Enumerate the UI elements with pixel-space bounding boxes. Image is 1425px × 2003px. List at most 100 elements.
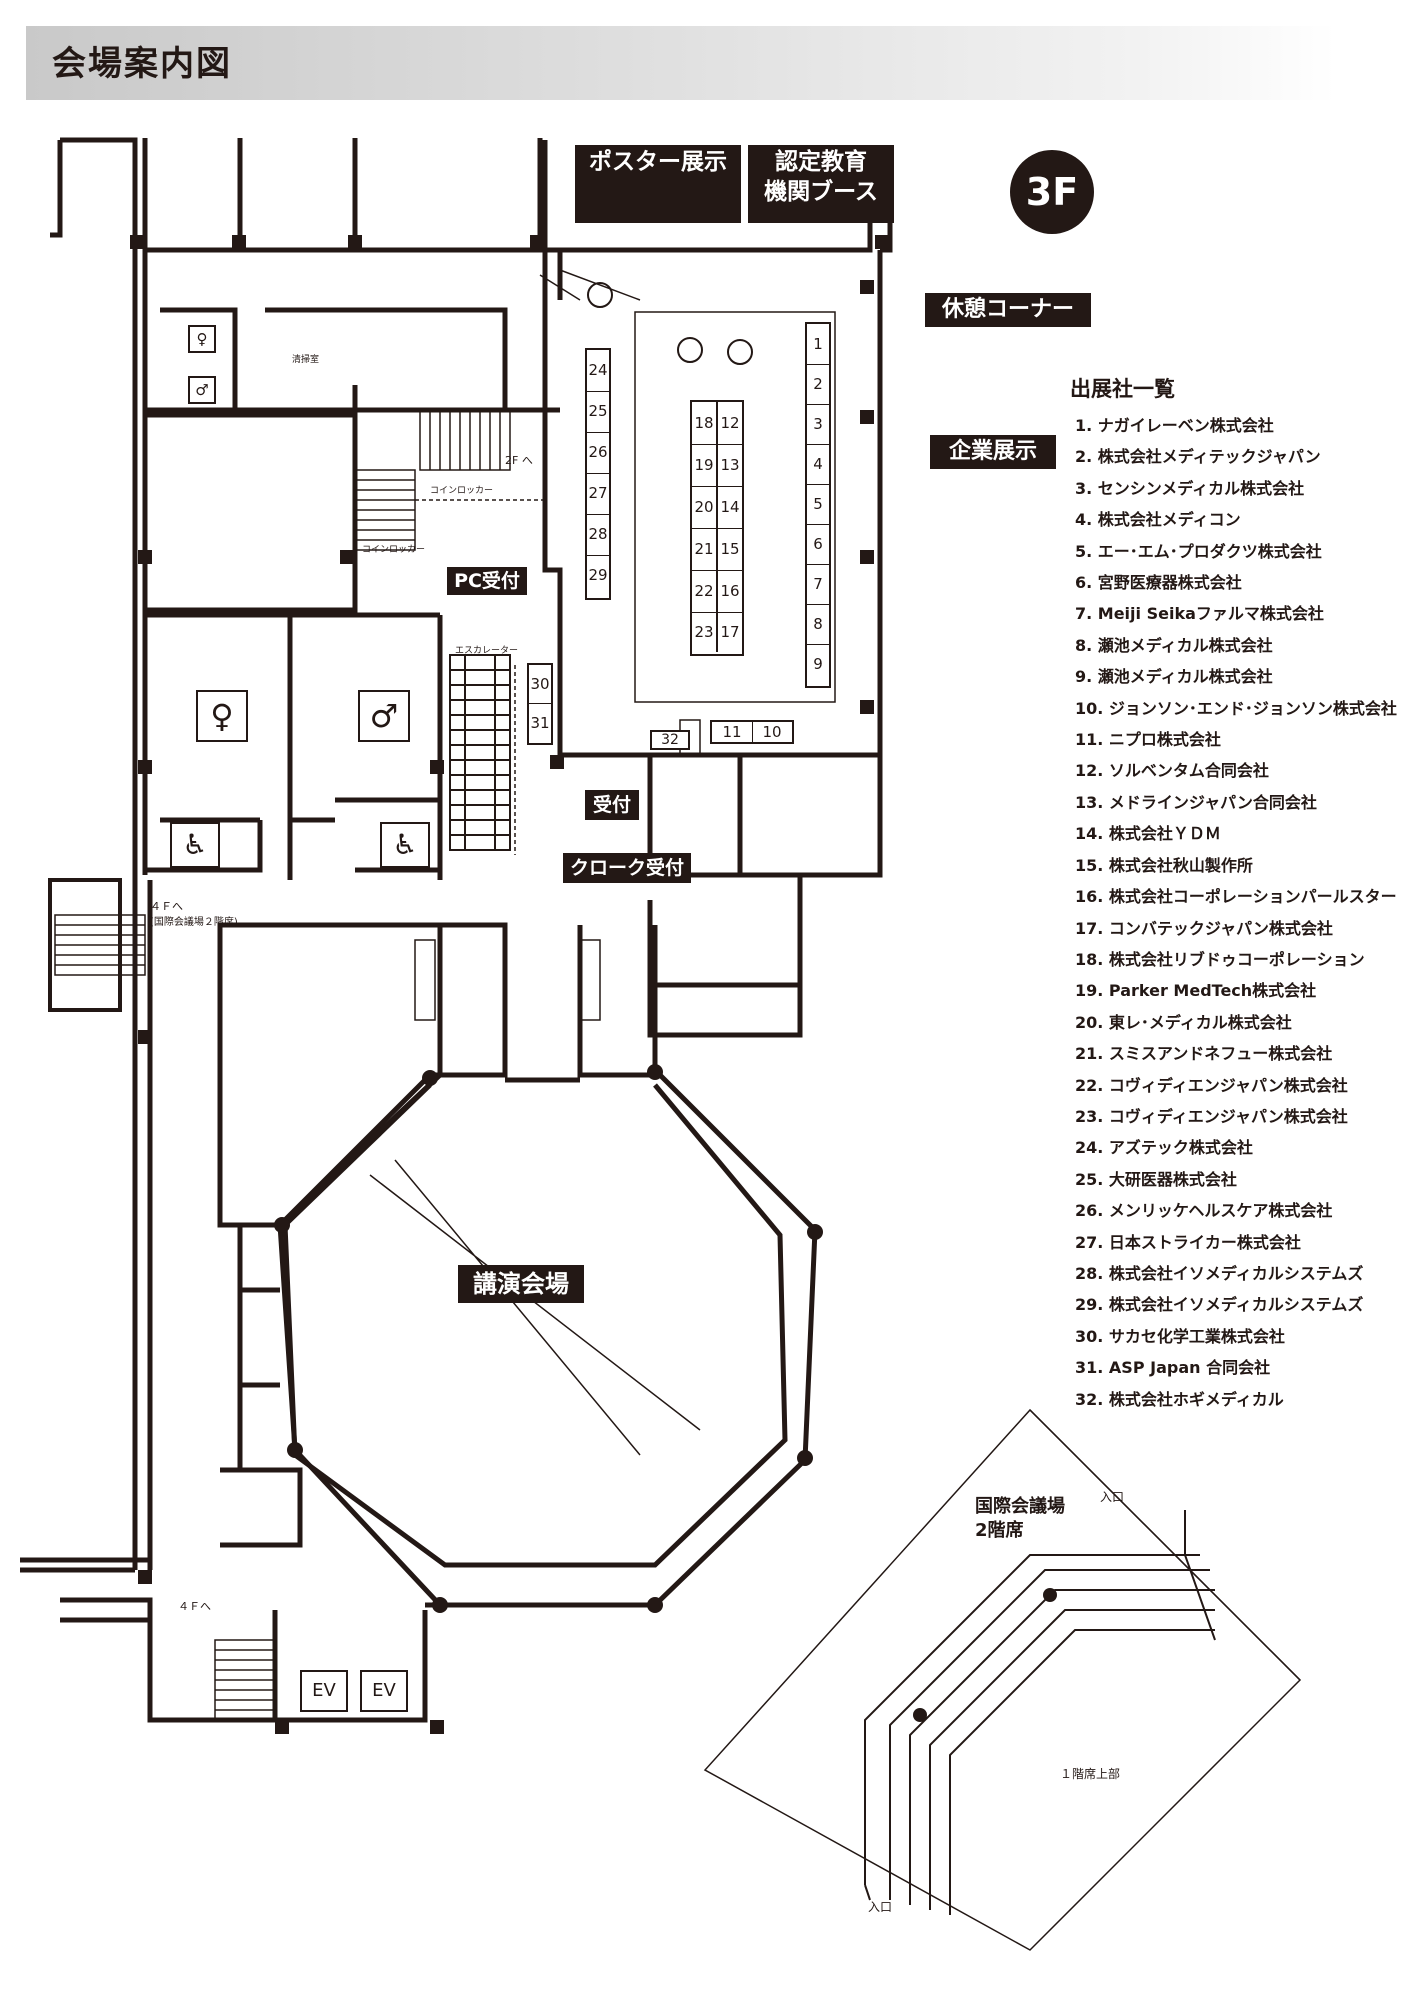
booth-9: 9 xyxy=(813,655,823,673)
poster-exhibit-label: ポスター展示 xyxy=(575,145,741,223)
coin-locker-label-2: コインロッカー xyxy=(362,545,426,555)
booth-14: 14 xyxy=(718,486,742,529)
booth-16: 16 xyxy=(718,570,742,613)
booth-17: 17 xyxy=(720,623,740,641)
exhibitor-item: 30. サカセ化学工業株式会社 xyxy=(1075,1326,1285,1346)
exhibitor-item: 23. コヴィディエンジャパン株式会社 xyxy=(1075,1106,1348,1126)
exhibitor-item: 12. ソルベンタム合同会社 xyxy=(1075,761,1269,781)
booth-28: 28 xyxy=(587,514,609,556)
exhibitor-item: 27. 日本ストライカー株式会社 xyxy=(1075,1232,1301,1252)
accessible-restroom-icon-2: ♿ xyxy=(380,822,430,868)
accessible-restroom-icon-1: ♿ xyxy=(170,822,220,868)
booth-10: 10 xyxy=(762,723,782,741)
booth-column-left: 24 25 26 27 28 29 xyxy=(585,348,611,600)
title-bar: 会場案内図 xyxy=(26,26,1336,100)
booth-31: 31 xyxy=(530,714,550,732)
inset-title-line1: 国際会議場 xyxy=(975,1496,1065,1517)
booth-8: 8 xyxy=(807,604,829,645)
to-4f-upper-label: ４Ｆへ xyxy=(150,900,183,913)
education-booth-label-line2: 機関ブース xyxy=(764,179,878,205)
booth-21: 21 xyxy=(692,528,718,571)
exhibitor-item: 16. 株式会社コーポレーションパールスター xyxy=(1075,887,1397,907)
reception-label: 受付 xyxy=(585,790,639,820)
booth-row-bottom: 11 10 xyxy=(710,720,794,744)
booth-12: 12 xyxy=(718,402,742,445)
exhibitor-item: 17. コンバテックジャパン株式会社 xyxy=(1075,918,1333,938)
inset-entrance-top: 入口 xyxy=(1100,1490,1125,1504)
booth-18: 18 xyxy=(692,402,718,445)
booth-5: 5 xyxy=(807,484,829,525)
booth-3: 3 xyxy=(807,404,829,445)
exhibitor-item: 29. 株式会社イソメディカルシステムズ xyxy=(1075,1295,1364,1315)
pc-reception-label: PC受付 xyxy=(447,567,527,595)
booth-1: 1 xyxy=(807,324,829,365)
booth-7: 7 xyxy=(807,564,829,605)
exhibitor-item: 15. 株式会社秋山製作所 xyxy=(1075,855,1253,875)
booth-19: 19 xyxy=(692,444,718,487)
exhibitor-list: 1. ナガイレーベン株式会社 2. 株式会社メディテックジャパン 3. センシン… xyxy=(1075,410,1397,1415)
exhibitor-item: 4. 株式会社メディコン xyxy=(1075,510,1241,530)
exhibitor-item: 25. 大研医器株式会社 xyxy=(1075,1169,1237,1189)
booth-column-right: 1 2 3 4 5 6 7 8 9 xyxy=(805,322,831,688)
exhibitor-item: 11. ニプロ株式会社 xyxy=(1075,730,1221,750)
cloak-reception-label: クローク受付 xyxy=(563,853,691,883)
exhibitor-item: 14. 株式会社ＹＤＭ xyxy=(1075,824,1221,844)
booth-13: 13 xyxy=(718,444,742,487)
inset-title: 国際会議場 2階席 xyxy=(975,1495,1065,1543)
booth-30: 30 xyxy=(529,665,551,704)
booth-2: 2 xyxy=(807,364,829,405)
women-restroom-large-icon: ♀ xyxy=(196,690,248,742)
exhibitor-item: 19. Parker MedTech株式会社 xyxy=(1075,981,1317,1001)
exhibitor-item: 8. 瀬池メディカル株式会社 xyxy=(1075,635,1273,655)
exhibitor-item: 7. Meiji Seikaファルマ株式会社 xyxy=(1075,604,1324,624)
page-title: 会場案内図 xyxy=(52,44,232,84)
booth-15: 15 xyxy=(718,528,742,571)
coin-locker-label-1: コインロッカー xyxy=(430,486,494,496)
booth-25: 25 xyxy=(587,391,609,433)
escalator-label: エスカレーター xyxy=(455,646,519,656)
booth-22: 22 xyxy=(692,570,718,613)
floor-badge: 3F xyxy=(1010,150,1094,234)
exhibitor-item: 22. コヴィディエンジャパン株式会社 xyxy=(1075,1075,1348,1095)
exhibitor-item: 3. センシンメディカル株式会社 xyxy=(1075,478,1305,498)
exhibitor-item: 28. 株式会社イソメディカルシステムズ xyxy=(1075,1263,1364,1283)
to-2f-label: 2F へ xyxy=(505,454,533,467)
booth-column-escalator: 30 31 xyxy=(527,663,553,745)
elevator-1: EV xyxy=(300,1670,348,1712)
to-4f-upper-sub-label: (国際会議場２階席) xyxy=(150,917,238,928)
cleaning-room-label: 清掃室 xyxy=(292,355,320,365)
exhibitor-list-title: 出展社一覧 xyxy=(1070,377,1175,401)
exhibitor-item: 10. ジョンソン･エンド･ジョンソン株式会社 xyxy=(1075,698,1397,718)
to-4f-lower-label: ４Ｆへ xyxy=(178,1600,211,1613)
education-booth-label: 認定教育 機関ブース xyxy=(748,145,894,223)
lecture-hall-label: 講演会場 xyxy=(458,1265,584,1303)
exhibitor-item: 2. 株式会社メディテックジャパン xyxy=(1075,447,1321,467)
exhibitor-item: 9. 瀬池メディカル株式会社 xyxy=(1075,667,1273,687)
exhibitor-item: 20. 東レ･メディカル株式会社 xyxy=(1075,1012,1292,1032)
exhibitor-item: 21. スミスアンドネフュー株式会社 xyxy=(1075,1044,1333,1064)
women-restroom-icon: ♀ xyxy=(188,325,216,353)
booth-11: 11 xyxy=(712,722,753,742)
booth-6: 6 xyxy=(807,524,829,565)
booth-4: 4 xyxy=(807,444,829,485)
exhibitor-item: 26. メンリッケヘルスケア株式会社 xyxy=(1075,1201,1333,1221)
exhibitor-item: 24. アズテック株式会社 xyxy=(1075,1138,1253,1158)
booth-20: 20 xyxy=(692,486,718,529)
booth-27: 27 xyxy=(587,473,609,515)
men-restroom-icon: ♂ xyxy=(188,376,216,404)
corporate-exhibit-label: 企業展示 xyxy=(930,435,1056,469)
booth-island-center: 18 19 20 21 22 23 12 13 14 15 16 17 xyxy=(690,400,744,656)
inset-upper-part-label: １階席上部 xyxy=(1060,1767,1121,1781)
exhibitor-item: 32. 株式会社ホギメディカル xyxy=(1075,1389,1284,1409)
inset-title-line2: 2階席 xyxy=(975,1520,1024,1541)
exhibitor-item: 18. 株式会社リブドゥコーポレーション xyxy=(1075,949,1365,969)
exhibitor-item: 5. エー･エム･プロダクツ株式会社 xyxy=(1075,541,1322,561)
exhibitor-item: 1. ナガイレーベン株式会社 xyxy=(1075,416,1274,435)
booth-23: 23 xyxy=(692,612,718,652)
booth-32: 32 xyxy=(650,730,690,750)
rest-corner-label: 休憩コーナー xyxy=(925,293,1091,327)
exhibitor-item: 31. ASP Japan 合同会社 xyxy=(1075,1358,1271,1378)
men-restroom-large-icon: ♂ xyxy=(358,690,410,742)
booth-26: 26 xyxy=(587,432,609,474)
elevator-2: EV xyxy=(360,1670,408,1712)
